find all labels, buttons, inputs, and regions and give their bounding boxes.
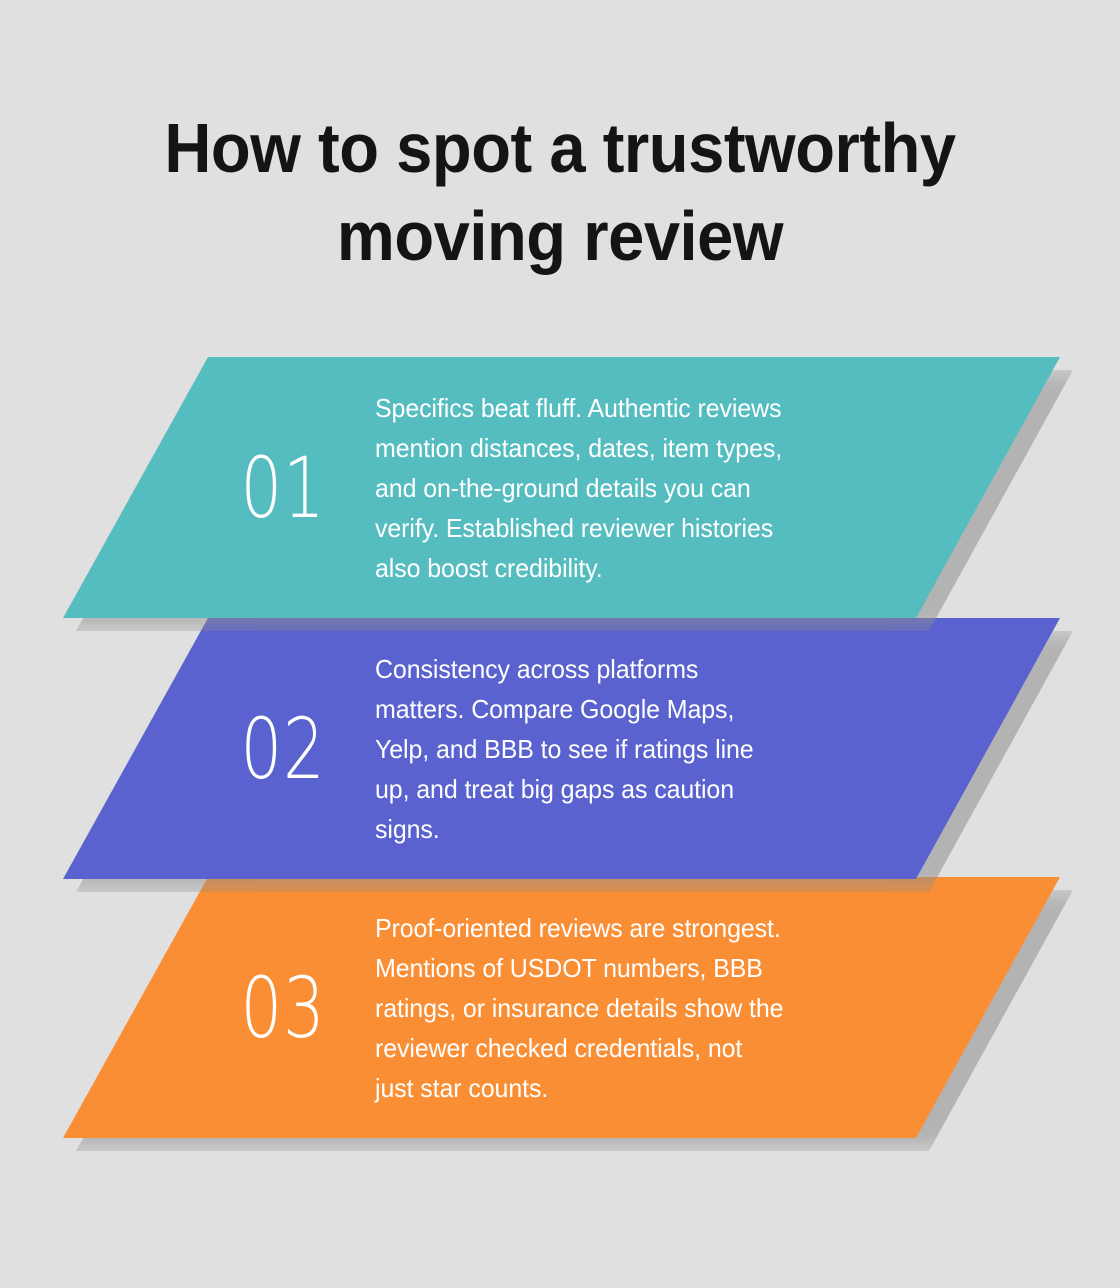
step-text-line: Consistency across platforms bbox=[375, 653, 699, 684]
panel-content-02: 02 Consistency across platforms matters.… bbox=[0, 618, 1120, 879]
step-text-line: signs. bbox=[375, 813, 440, 844]
step-text-line: just star counts. bbox=[375, 1072, 549, 1103]
step-text-line: ratings, or insurance details show the bbox=[375, 992, 784, 1023]
step-text-01: Specifics beat fluff. Authentic reviews … bbox=[375, 357, 893, 618]
step-text-line: up, and treat big gaps as caution bbox=[375, 773, 735, 804]
step-number-02: 02 bbox=[240, 699, 326, 798]
step-panel-03: 03 Proof-oriented reviews are strongest.… bbox=[0, 877, 1120, 1151]
step-text-line: also boost credibility. bbox=[375, 552, 603, 583]
panel-content-03: 03 Proof-oriented reviews are strongest.… bbox=[0, 877, 1120, 1138]
step-text-line: verify. Established reviewer histories bbox=[375, 512, 774, 543]
step-text-03: Proof-oriented reviews are strongest. Me… bbox=[375, 877, 893, 1138]
step-text-line: Proof-oriented reviews are strongest. bbox=[375, 912, 781, 943]
panel-content-01: 01 Specifics beat fluff. Authentic revie… bbox=[0, 357, 1120, 618]
step-text-line: matters. Compare Google Maps, bbox=[375, 693, 735, 724]
step-panel-01: 01 Specifics beat fluff. Authentic revie… bbox=[0, 357, 1120, 631]
step-text-line: mention distances, dates, item types, bbox=[375, 432, 783, 463]
step-number-01: 01 bbox=[240, 438, 326, 537]
step-number-03: 03 bbox=[240, 958, 326, 1057]
step-text-line: Mentions of USDOT numbers, BBB bbox=[375, 952, 763, 983]
panel-shape-02 bbox=[63, 618, 1060, 879]
step-text-02: Consistency across platforms matters. Co… bbox=[375, 618, 893, 879]
step-text-line: and on-the-ground details you can bbox=[375, 472, 751, 503]
step-text-line: Yelp, and BBB to see if ratings line bbox=[375, 733, 754, 764]
step-panel-02: 02 Consistency across platforms matters.… bbox=[0, 618, 1120, 892]
panel-shape-03 bbox=[63, 877, 1060, 1138]
step-text-line: Specifics beat fluff. Authentic reviews bbox=[375, 392, 782, 423]
step-text-line: reviewer checked credentials, not bbox=[375, 1032, 743, 1063]
panel-shape-01 bbox=[63, 357, 1060, 618]
page-title: How to spot a trustworthy moving review bbox=[164, 109, 956, 275]
